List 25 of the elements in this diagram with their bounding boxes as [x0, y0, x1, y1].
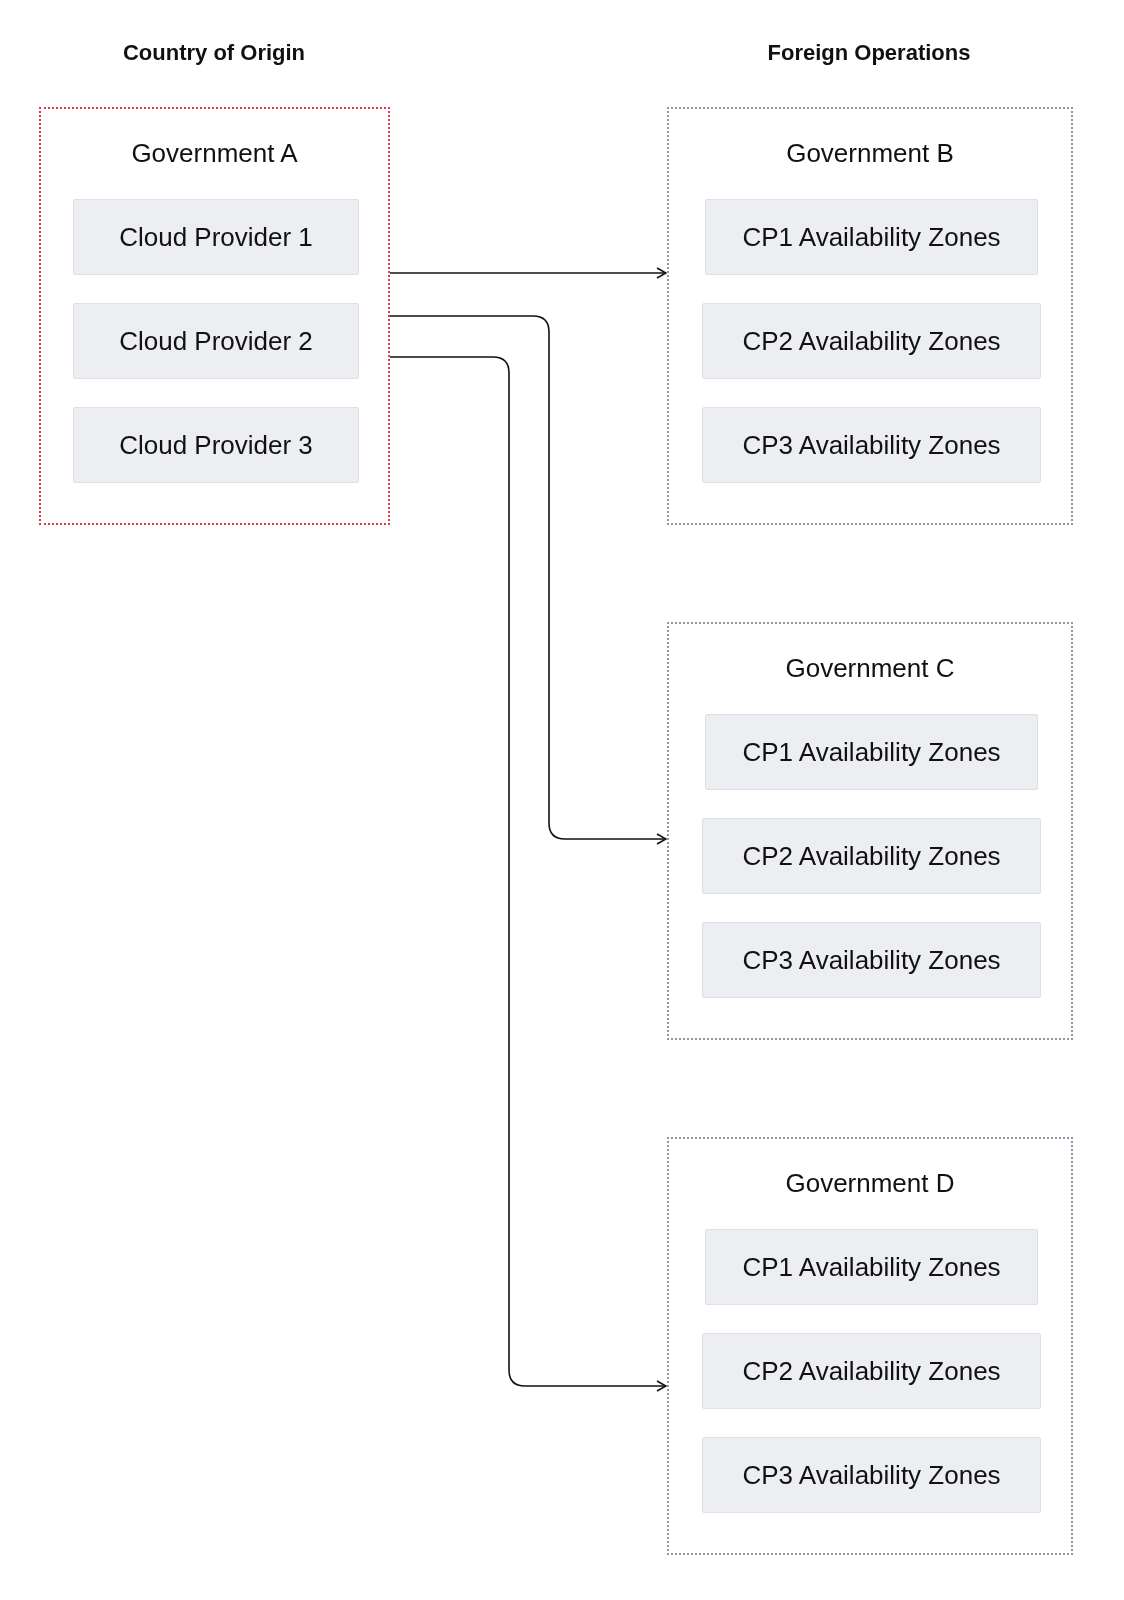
provider-box: CP2 Availability Zones — [702, 1333, 1041, 1409]
provider-box: CP1 Availability Zones — [705, 199, 1038, 275]
column-heading: Country of Origin — [122, 38, 306, 67]
connector-arrow — [389, 315, 667, 845]
provider-box: CP3 Availability Zones — [702, 922, 1041, 998]
connector-arrow — [389, 267, 667, 279]
provider-box: CP3 Availability Zones — [702, 407, 1041, 483]
provider-box: CP2 Availability Zones — [702, 303, 1041, 379]
group-title: Government C — [784, 652, 956, 684]
group-frame — [667, 1137, 1073, 1555]
provider-box: CP1 Availability Zones — [705, 1229, 1038, 1305]
group-frame — [667, 622, 1073, 1040]
provider-box: Cloud Provider 2 — [73, 303, 359, 379]
group-frame — [39, 107, 390, 525]
column-heading: Foreign Operations — [767, 38, 971, 67]
group-title: Government B — [785, 137, 955, 169]
provider-box: Cloud Provider 3 — [73, 407, 359, 483]
provider-box: CP3 Availability Zones — [702, 1437, 1041, 1513]
provider-box: Cloud Provider 1 — [73, 199, 359, 275]
group-frame — [667, 107, 1073, 525]
connector-arrow — [389, 356, 667, 1392]
group-title: Government D — [784, 1167, 956, 1199]
group-title: Government A — [130, 137, 299, 169]
provider-box: CP1 Availability Zones — [705, 714, 1038, 790]
provider-box: CP2 Availability Zones — [702, 818, 1041, 894]
